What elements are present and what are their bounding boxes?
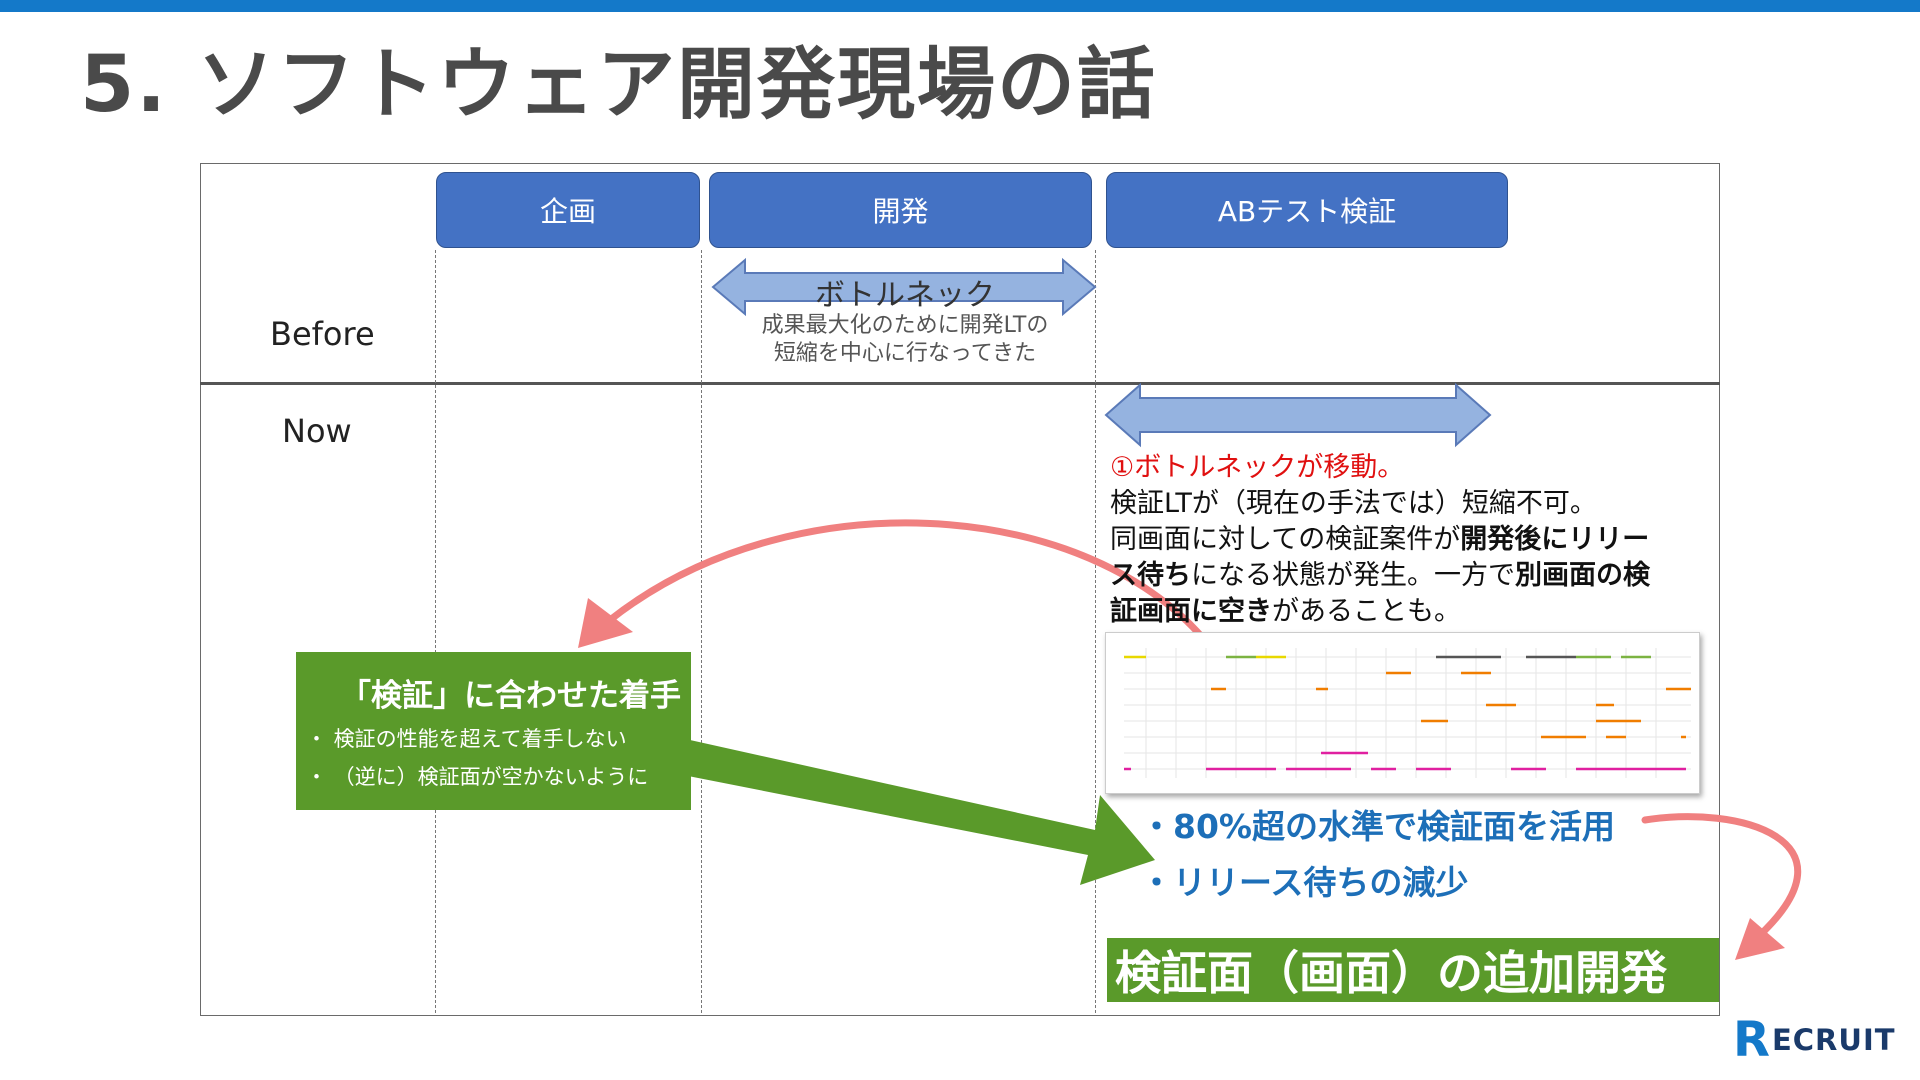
result-item: ・80%超の水準で検証面を活用	[1140, 807, 1615, 846]
now-note-emphasis: 開発後にリリー	[1460, 524, 1650, 555]
green-flow-arrow	[683, 740, 1155, 885]
now-note-headline: ①ボトルネックが移動。	[1110, 452, 1405, 483]
top-accent-bar	[0, 0, 1920, 12]
row-label-now: Now	[282, 412, 352, 450]
bottleneck-label: ボトルネック	[815, 278, 995, 313]
now-note-line5: 証画面に空きがあることも。	[1110, 594, 1720, 630]
phase-ab-test: ABテスト検証	[1106, 172, 1508, 248]
bottleneck-arrow-now	[1104, 382, 1492, 448]
bottleneck-note: 成果最大化のために開発LTの 短縮を中心に行なってきた	[700, 312, 1110, 368]
now-note-emphasis: 証画面に空き	[1110, 596, 1272, 627]
row-label-before: Before	[270, 315, 375, 353]
phase-planning: 企画	[436, 172, 700, 248]
now-note: ①ボトルネックが移動。 検証LTが（現在の手法では）短縮不可。 同画面に対しての…	[1110, 450, 1720, 630]
now-note-line2: 検証LTが（現在の手法では）短縮不可。	[1110, 488, 1597, 519]
bottleneck-note-line1: 成果最大化のために開発LTの	[761, 313, 1049, 338]
phase-development: 開発	[709, 172, 1092, 248]
logo-text: ECRUIT	[1771, 1023, 1896, 1057]
now-note-text: 同画面に対しての検証案件が	[1110, 524, 1461, 555]
now-note-line4: ス待ちになる状態が発生。一方で別画面の検	[1110, 558, 1720, 594]
action-box-bullet: ・ （逆に）検証面が空かないように	[306, 765, 649, 789]
pink-arrowhead-feedback	[578, 598, 633, 648]
bottleneck-note-line2: 短縮を中心に行なってきた	[773, 341, 1037, 366]
phase-divider-2	[701, 250, 702, 1013]
now-note-emphasis: 別画面の検	[1515, 560, 1650, 591]
slide-title: 5. ソフトウェア開発現場の話	[80, 40, 1158, 130]
logo-mark: R	[1733, 1012, 1770, 1068]
phase-divider-1	[435, 250, 436, 1013]
action-box-bullet: ・ 検証の性能を超えて着手しない	[306, 727, 627, 751]
phase-divider-3	[1095, 250, 1096, 1013]
now-note-text: があることも。	[1272, 596, 1461, 627]
schedule-chart	[1105, 632, 1700, 794]
bottleneck-arrow-before	[711, 257, 1097, 317]
pink-arrowhead-result	[1735, 918, 1785, 960]
schedule-chart-svg	[1124, 648, 1691, 778]
pink-arrow-result	[1641, 813, 1802, 939]
action-box: 「検証」に合わせた着手 ・ 検証の性能を超えて着手しない ・ （逆に）検証面が空…	[296, 652, 691, 810]
now-note-text: になる状態が発生。一方で	[1191, 560, 1515, 591]
conclusion-banner: 検証面（画面）の追加開発	[1107, 938, 1719, 1002]
action-box-title: 「検証」に合わせた着手	[340, 678, 681, 714]
row-divider	[200, 382, 1720, 385]
now-note-line3: 同画面に対しての検証案件が開発後にリリー	[1110, 522, 1720, 558]
diagram-frame	[200, 163, 1720, 1016]
pink-arrow-feedback	[606, 519, 1229, 672]
now-note-emphasis: ス待ち	[1110, 560, 1191, 591]
result-item: ・リリース待ちの減少	[1140, 863, 1469, 902]
recruit-logo: R ECRUIT	[1733, 1012, 1896, 1068]
